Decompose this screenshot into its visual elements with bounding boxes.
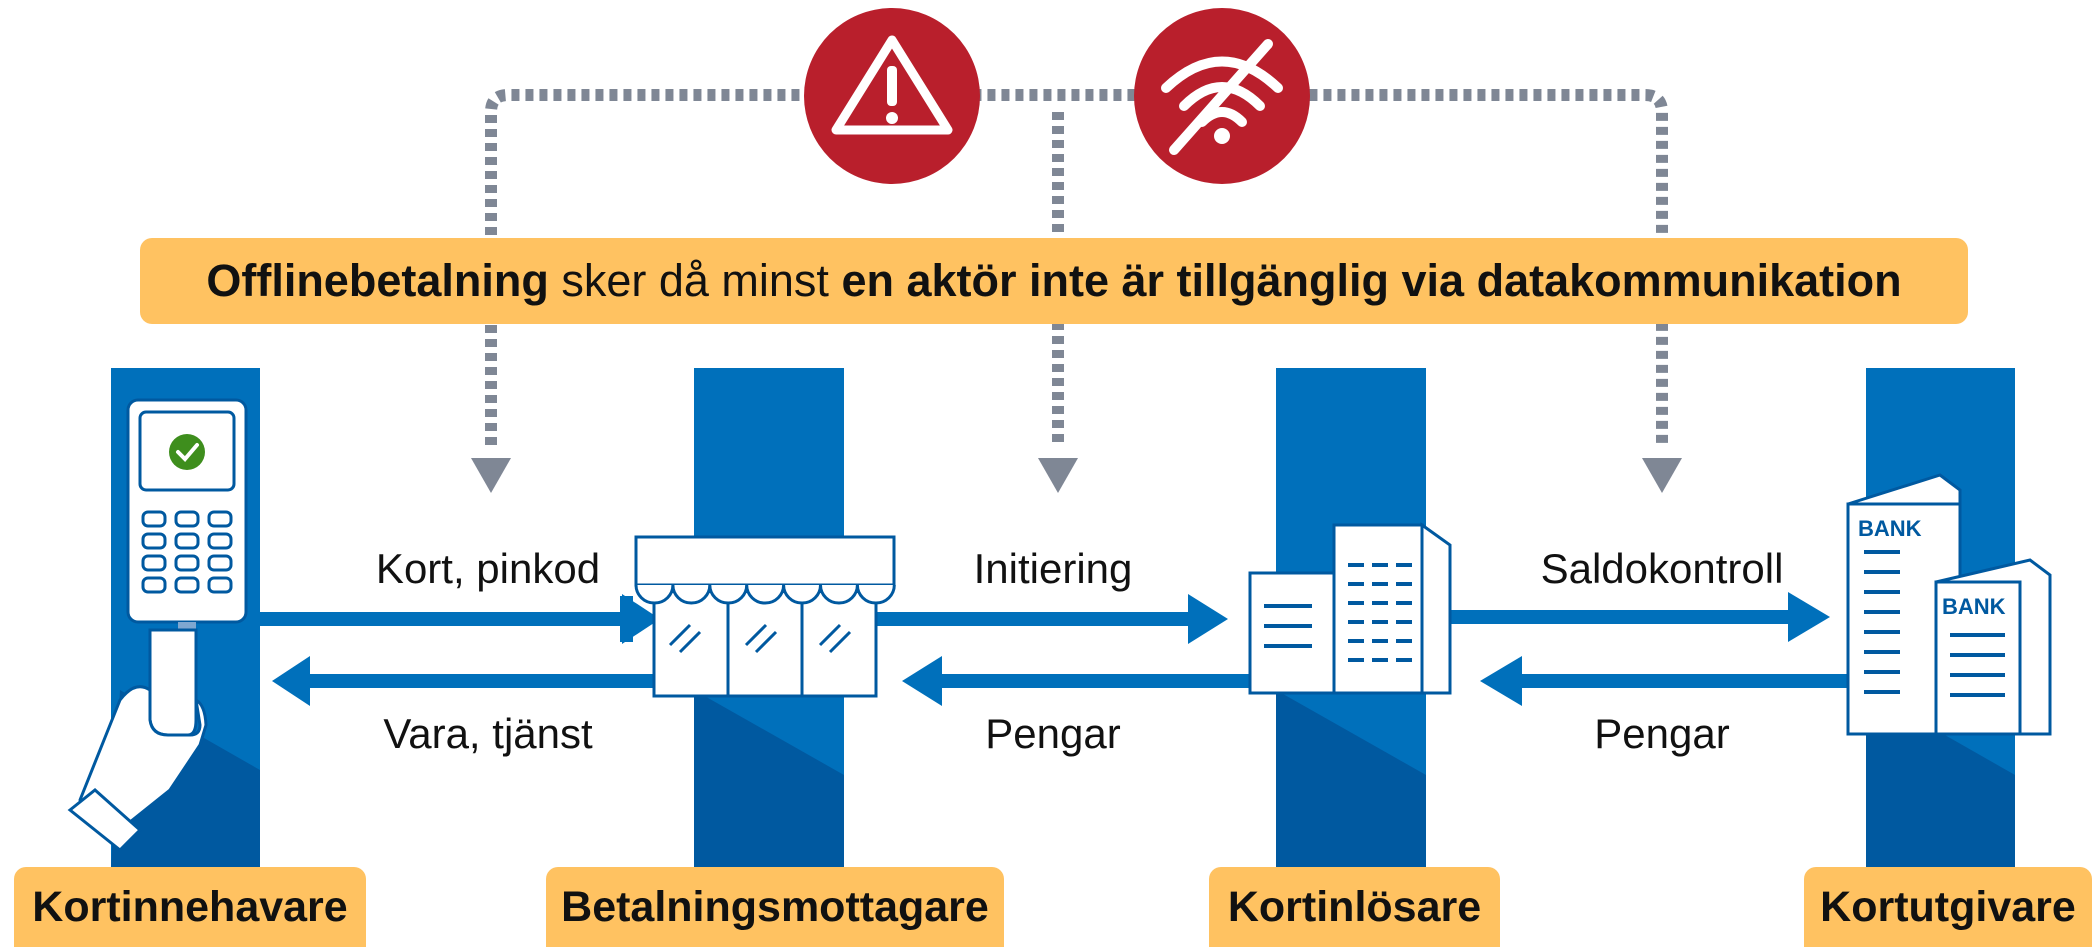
- bank-label-2: BANK: [1942, 594, 2006, 619]
- bank-building-icon-2: [1934, 558, 2052, 736]
- offline-connector-lines: [485, 89, 1668, 445]
- flow-label-balance-check: Saldokontroll: [1540, 545, 1784, 592]
- banner-definition: en aktör inte är tillgänglig via datakom…: [841, 255, 1902, 306]
- hand-icon: [67, 628, 208, 853]
- flow-label-money-2: Pengar: [1594, 710, 1730, 757]
- actor-merchant: Betalningsmottagare: [546, 867, 1004, 947]
- storefront-icon: [634, 535, 896, 698]
- bank-label-1: BANK: [1858, 516, 1922, 541]
- card-terminal-icon: [126, 398, 248, 632]
- actor-acquirer: Kortinlösare: [1209, 867, 1500, 947]
- flow-label-money-1: Pengar: [985, 710, 1121, 757]
- flow-label-goods-service: Vara, tjänst: [383, 710, 593, 757]
- banner-connector: sker då minst: [548, 255, 842, 306]
- flow-arrows: [260, 592, 1866, 706]
- warning-icon: [804, 8, 980, 184]
- banner-term: Offlinebetalning: [206, 255, 549, 306]
- office-building-icon: [1248, 522, 1452, 695]
- flow-label-card-pin: Kort, pinkod: [375, 545, 601, 592]
- actor-cardholder: Kortinnehavare: [14, 867, 366, 947]
- actor-issuer: Kortutgivare: [1804, 867, 2092, 947]
- connector-arrowheads: [471, 458, 1682, 493]
- flow-label-initiation: Initiering: [973, 545, 1133, 592]
- offline-payment-banner: Offlinebetalning sker då minst en aktör …: [140, 238, 1968, 324]
- no-wifi-icon: [1134, 8, 1310, 184]
